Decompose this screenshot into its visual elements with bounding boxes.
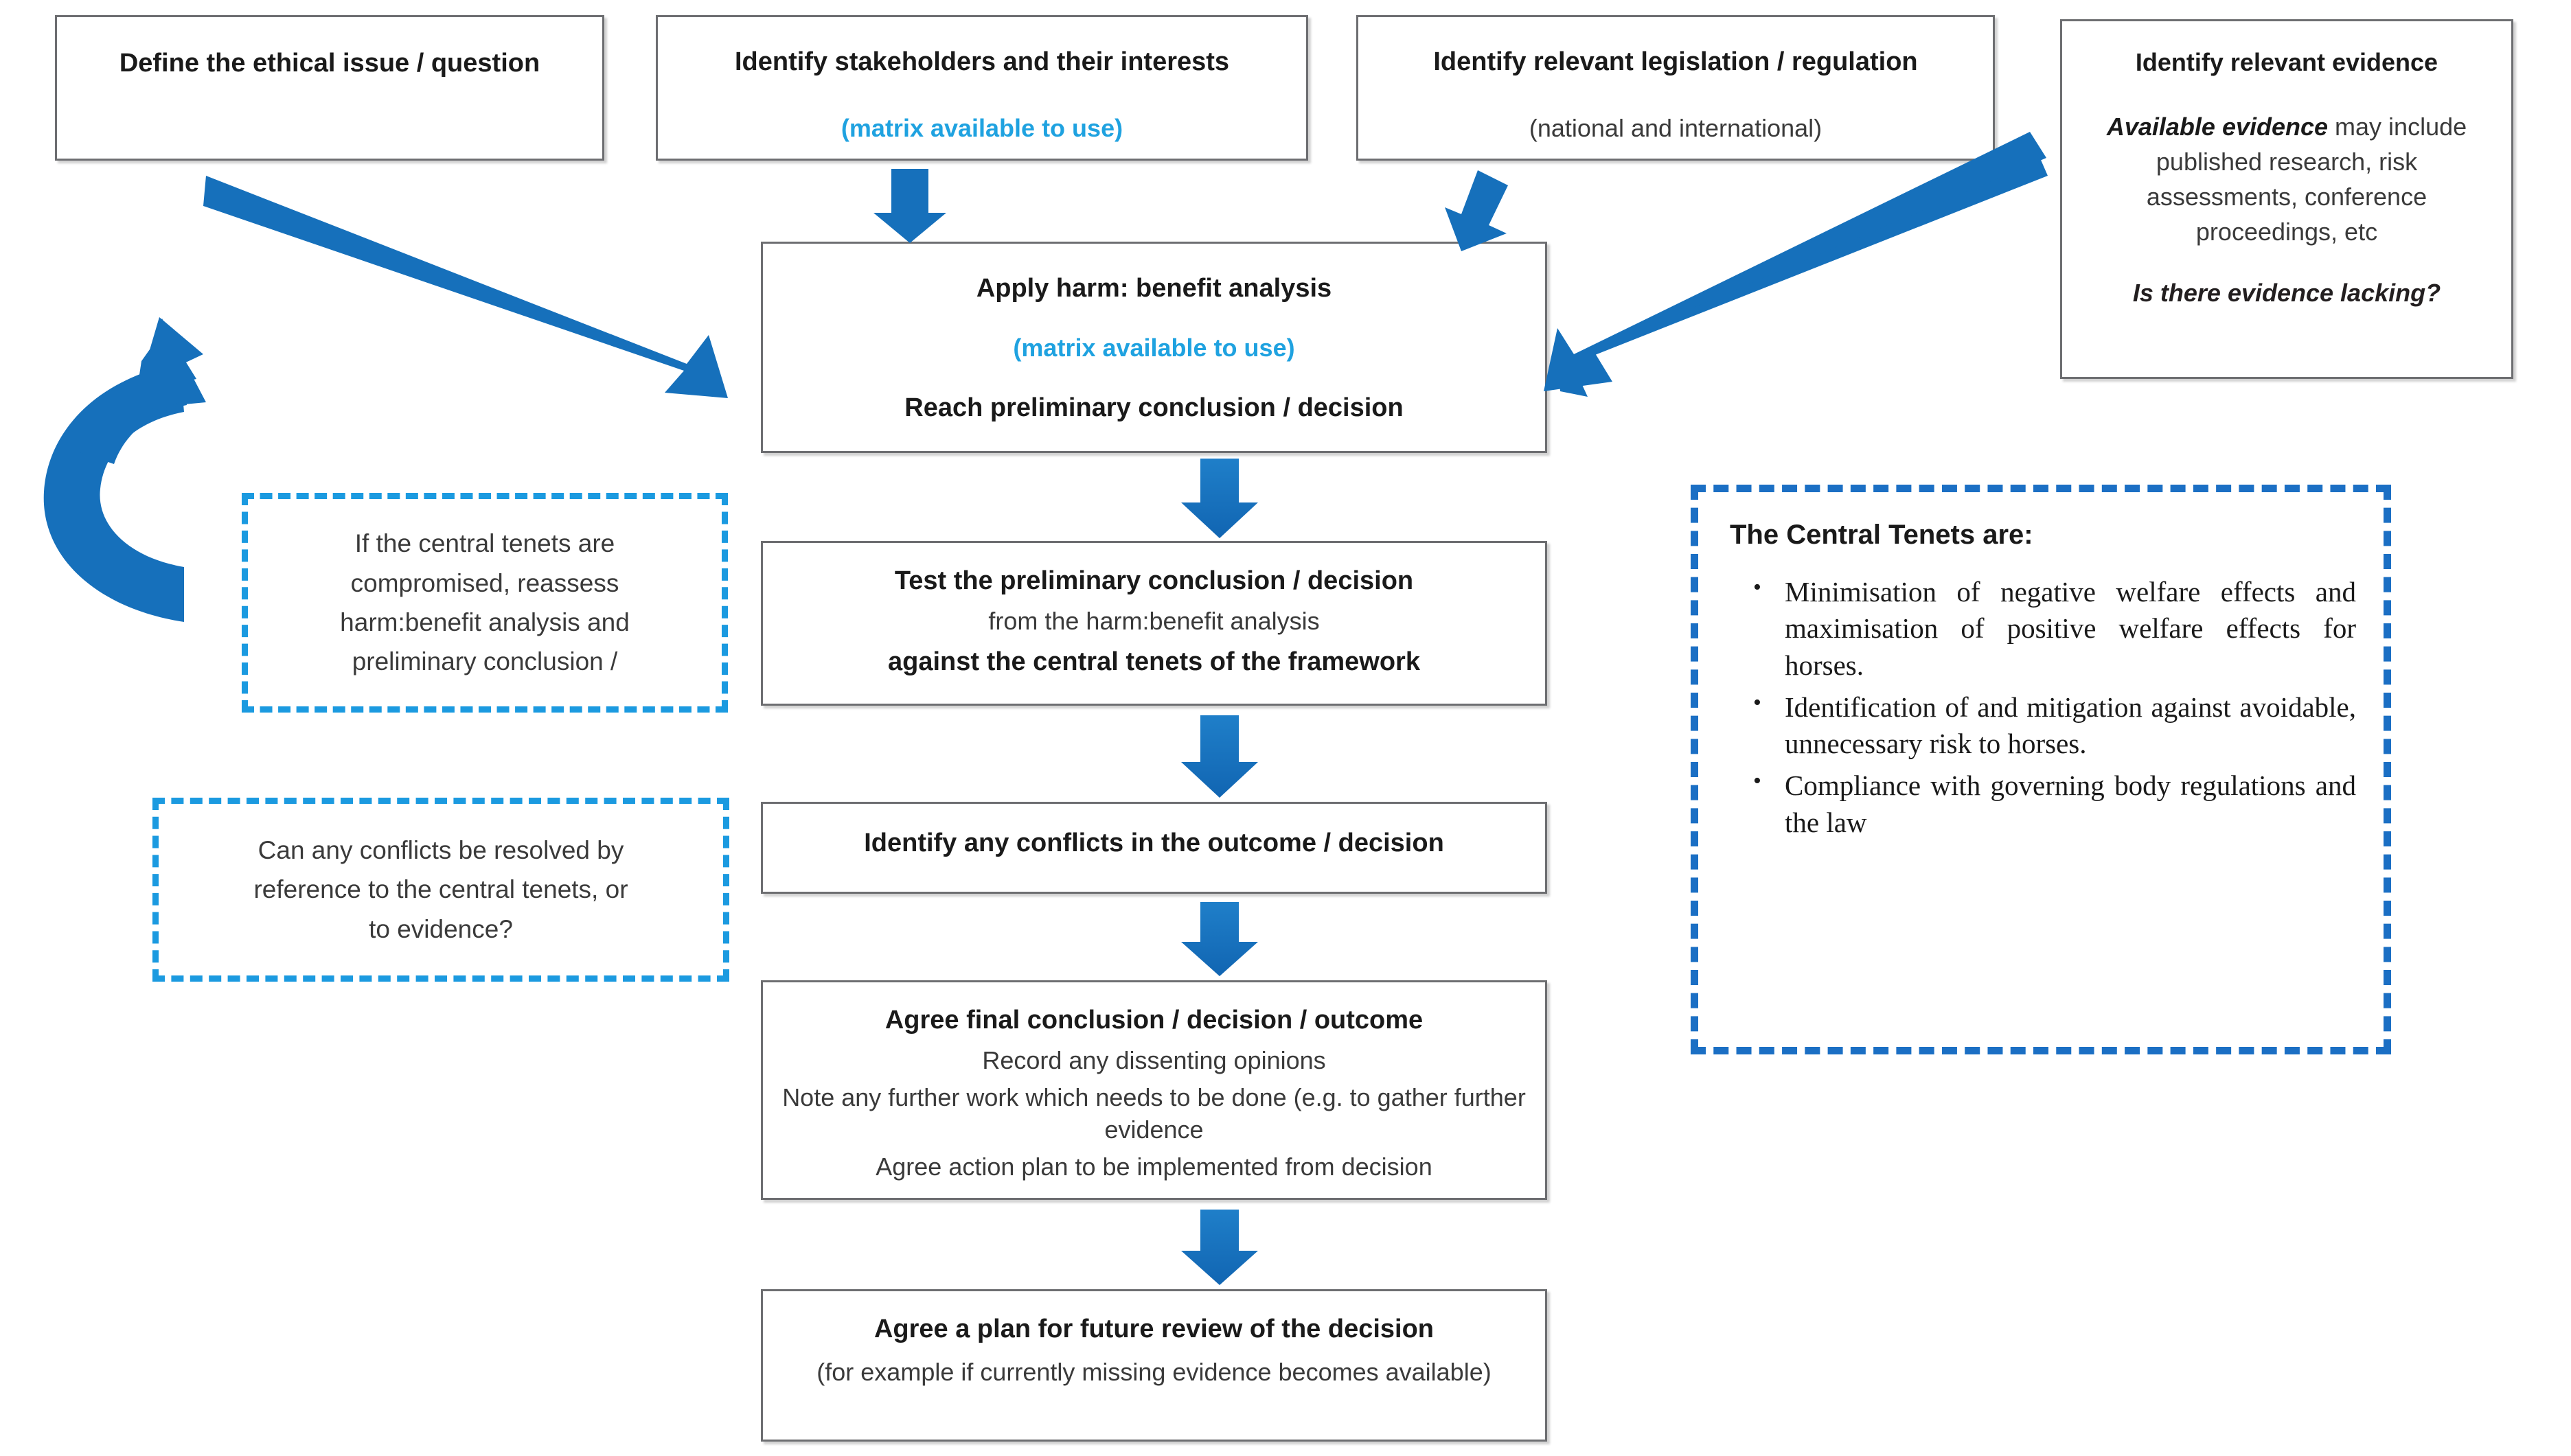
node-subline: (matrix available to use): [841, 114, 1123, 143]
note-line: preliminary conclusion /: [352, 647, 618, 676]
node-test-preliminary-conclusion[interactable]: Test the preliminary conclusion / decisi…: [761, 541, 1547, 706]
node-apply-harm-benefit[interactable]: Apply harm: benefit analysis (matrix ava…: [761, 242, 1547, 453]
arrow-conflicts-to-agree: [1181, 902, 1258, 976]
node-line: Identify any conflicts in the outcome / …: [864, 829, 1444, 857]
node-line: against the central tenets of the framew…: [888, 647, 1420, 676]
note-line: compromised, reassess: [350, 568, 619, 597]
node-subline: Agree action plan to be implemented from…: [876, 1152, 1432, 1181]
node-line: Agree a plan for future review of the de…: [873, 1315, 1435, 1343]
arrow-loop-back: [43, 317, 206, 622]
note-reassess-harm-benefit[interactable]: If the central tenets are compromised, r…: [242, 493, 728, 713]
note-line: to evidence?: [369, 914, 513, 943]
node-evidence-body: Available evidence may include published…: [2084, 109, 2489, 249]
node-define-ethical-issue[interactable]: Define the ethical issue / question: [55, 15, 604, 161]
arrow-test-to-conflicts: [1181, 715, 1258, 798]
node-subline: (matrix available to use): [1013, 334, 1295, 362]
note-line: reference to the central tenets, or: [253, 875, 628, 904]
node-evidence-question: Is there evidence lacking?: [2132, 278, 2441, 307]
node-subline: (national and international): [1529, 114, 1822, 143]
note-line: harm:benefit analysis and: [340, 608, 630, 636]
node-agree-future-review-plan[interactable]: Agree a plan for future review of the de…: [761, 1289, 1547, 1442]
node-line: Identify relevant legislation / regulati…: [1433, 47, 1918, 76]
arrow-evidence-to-apply: [1544, 132, 2048, 397]
node-line: Reach preliminary conclusion / decision: [904, 393, 1404, 422]
node-line: Identify relevant evidence: [2135, 48, 2438, 76]
node-identify-stakeholders[interactable]: Identify stakeholders and their interest…: [656, 15, 1308, 161]
node-identify-legislation[interactable]: Identify relevant legislation / regulati…: [1356, 15, 1995, 161]
evidence-italic-lead: Available evidence: [2106, 112, 2329, 141]
arrow-stakeholders-to-apply: [873, 169, 946, 243]
node-agree-final-conclusion[interactable]: Agree final conclusion / decision / outc…: [761, 980, 1547, 1200]
node-subline: from the harm:benefit analysis: [988, 607, 1320, 636]
node-line: Define the ethical issue / question: [119, 49, 540, 78]
node-line: Test the preliminary conclusion / decisi…: [894, 566, 1414, 595]
arrow-agree-to-review: [1181, 1210, 1258, 1285]
node-line: Apply harm: benefit analysis: [976, 274, 1332, 303]
node-identify-conflicts[interactable]: Identify any conflicts in the outcome / …: [761, 802, 1547, 894]
list-item: Minimisation of negative welfare effects…: [1753, 573, 2356, 684]
list-item: Identification of and mitigation against…: [1753, 688, 2356, 763]
evidence-rest: may include published research, risk ass…: [2146, 112, 2467, 246]
list-item: Compliance with governing body regulatio…: [1753, 766, 2356, 841]
note-line: If the central tenets are: [354, 529, 615, 558]
panel-central-tenets[interactable]: The Central Tenets are: Minimisation of …: [1691, 485, 2391, 1054]
arrow-legislation-to-apply: [1445, 170, 1508, 251]
arrow-apply-to-test: [1181, 459, 1258, 538]
note-line: Can any conflicts be resolved by: [258, 835, 624, 864]
note-resolve-conflicts[interactable]: Can any conflicts be resolved by referen…: [152, 798, 729, 982]
node-subline: (for example if currently missing eviden…: [816, 1358, 1492, 1387]
node-line: Identify stakeholders and their interest…: [734, 47, 1230, 76]
arrow-define-to-apply: [203, 176, 728, 398]
node-subline: Record any dissenting opinions: [982, 1046, 1326, 1075]
node-subline: Note any further work which needs to be …: [782, 1083, 1526, 1144]
node-identify-evidence[interactable]: Identify relevant evidence Available evi…: [2060, 19, 2513, 379]
node-line: Agree final conclusion / decision / outc…: [884, 1006, 1424, 1035]
central-tenets-list: Minimisation of negative welfare effects…: [1726, 573, 2356, 841]
central-tenets-title: The Central Tenets are:: [1730, 520, 2033, 550]
